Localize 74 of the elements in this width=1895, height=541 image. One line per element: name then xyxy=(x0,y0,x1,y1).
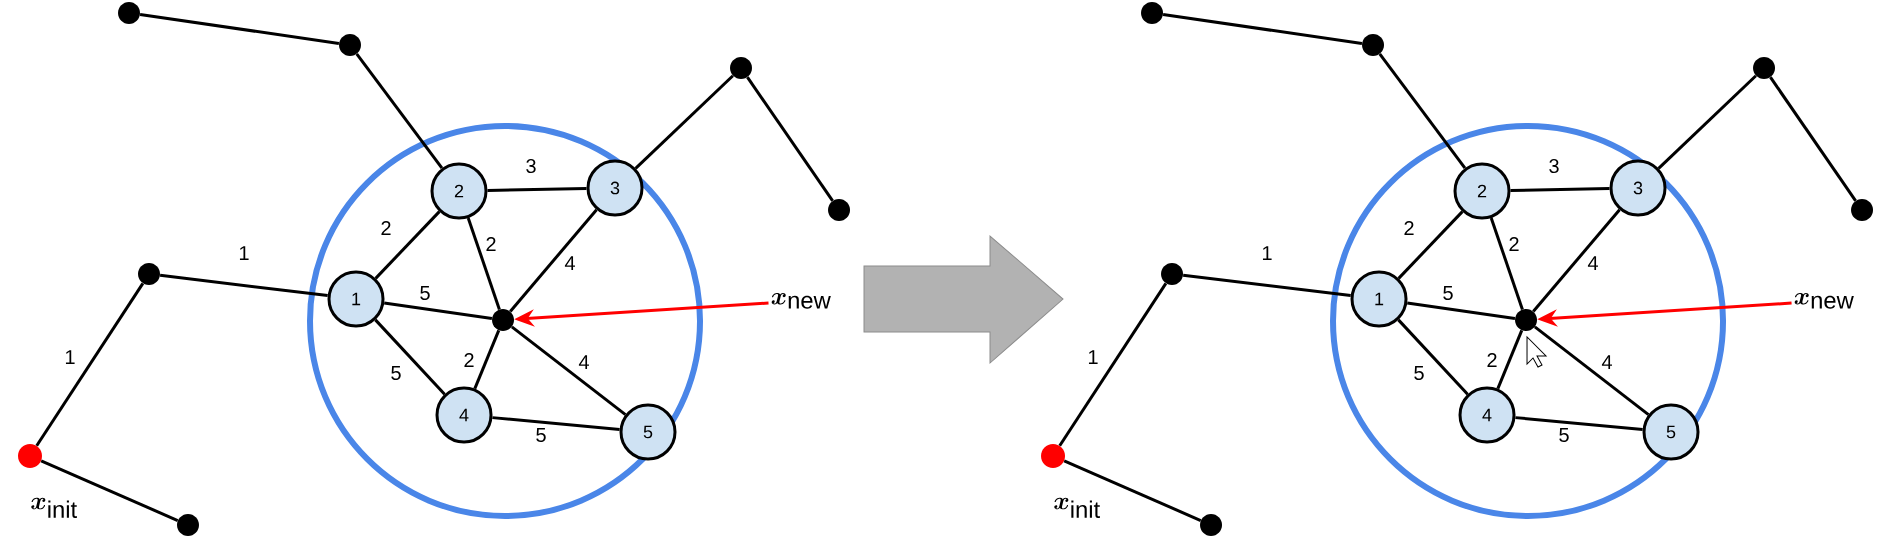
edge-label: 2 xyxy=(1404,221,1414,235)
edge-label: 5 xyxy=(536,428,546,442)
tree-edge xyxy=(1532,208,1621,313)
tree-edge xyxy=(1769,76,1857,202)
tree-edge xyxy=(40,459,179,522)
tree-vertex xyxy=(492,309,514,331)
edge-label: 1 xyxy=(65,350,75,364)
tree-edge xyxy=(1397,318,1469,396)
tree-edge xyxy=(1496,329,1524,390)
tree-vertex xyxy=(1200,514,1222,536)
edge-label: 4 xyxy=(1601,355,1612,369)
tree-edge xyxy=(1063,459,1202,522)
tree-edge xyxy=(1058,282,1168,447)
edge-label: 1 xyxy=(239,246,249,260)
tree-edge xyxy=(634,74,734,170)
tree-edge xyxy=(35,282,145,447)
point-label: $\boldsymbol{x}_{\text{new}}$ xyxy=(771,293,831,309)
tree-edge xyxy=(1657,74,1757,170)
edge-label: 5 xyxy=(391,366,401,380)
tree-edge xyxy=(384,301,493,320)
edge-label: 2 xyxy=(486,237,496,251)
edge-label: 2 xyxy=(1487,353,1497,367)
edge-label: 3 xyxy=(1549,158,1559,174)
tree-vertex xyxy=(138,263,160,285)
tree-edge xyxy=(746,76,834,202)
edge-label: 1 xyxy=(1263,246,1272,260)
tree-edge xyxy=(1533,325,1650,416)
tree-edge xyxy=(355,53,444,170)
tree-vertex xyxy=(1161,263,1183,285)
tree-edge xyxy=(1378,53,1467,170)
tree-edge xyxy=(1489,217,1524,310)
tree-edge xyxy=(1397,210,1464,280)
tree-edge xyxy=(487,187,587,192)
edge-label: 3 xyxy=(526,158,536,174)
tree-edge xyxy=(1162,13,1363,45)
tree-edge xyxy=(374,210,441,280)
tree-vertex xyxy=(828,199,850,221)
tree-vertex xyxy=(1851,199,1873,221)
point-label: $\boldsymbol{x}_{\text{new}}$ xyxy=(1794,293,1854,309)
tree-vertex xyxy=(118,2,140,24)
point-label: $\boldsymbol{x}_{\text{init}}$ xyxy=(31,497,77,518)
tree-vertex xyxy=(1753,57,1775,79)
tree-vertex xyxy=(1515,309,1537,331)
edge-label: 5 xyxy=(1414,366,1424,380)
tree-vertex xyxy=(1141,2,1163,24)
tree-edge xyxy=(509,208,598,313)
tree-edge xyxy=(1182,273,1351,298)
edge-label: 5 xyxy=(1443,286,1453,300)
edge-label: 5 xyxy=(420,286,430,300)
tree-edge xyxy=(374,318,446,396)
start-point xyxy=(1041,444,1065,468)
tree-vertex xyxy=(339,34,361,56)
tree-vertex xyxy=(730,57,752,79)
tree-edge xyxy=(1515,416,1643,431)
tree-edge xyxy=(510,325,627,416)
tree-edge xyxy=(1407,301,1516,320)
edge-label: 4 xyxy=(1587,256,1598,270)
edge-label: 5 xyxy=(1559,428,1569,442)
point-label: $\boldsymbol{x}_{\text{init}}$ xyxy=(1054,497,1100,518)
start-point xyxy=(18,444,42,468)
tree-vertex xyxy=(177,514,199,536)
tree-edge xyxy=(492,416,620,431)
edge-label: 1 xyxy=(1088,350,1098,364)
edge-label: 4 xyxy=(578,355,589,369)
tree-edge xyxy=(1510,187,1610,192)
edge-label: 2 xyxy=(1509,237,1519,251)
tree-edge xyxy=(139,13,340,45)
tree-edge xyxy=(466,217,501,310)
edge-label: 4 xyxy=(564,256,575,270)
tree-vertex xyxy=(1362,34,1384,56)
edge-label: 2 xyxy=(381,221,391,235)
tree-edge xyxy=(473,329,501,390)
tree-edge xyxy=(159,273,328,298)
edge-label: 2 xyxy=(464,353,474,367)
